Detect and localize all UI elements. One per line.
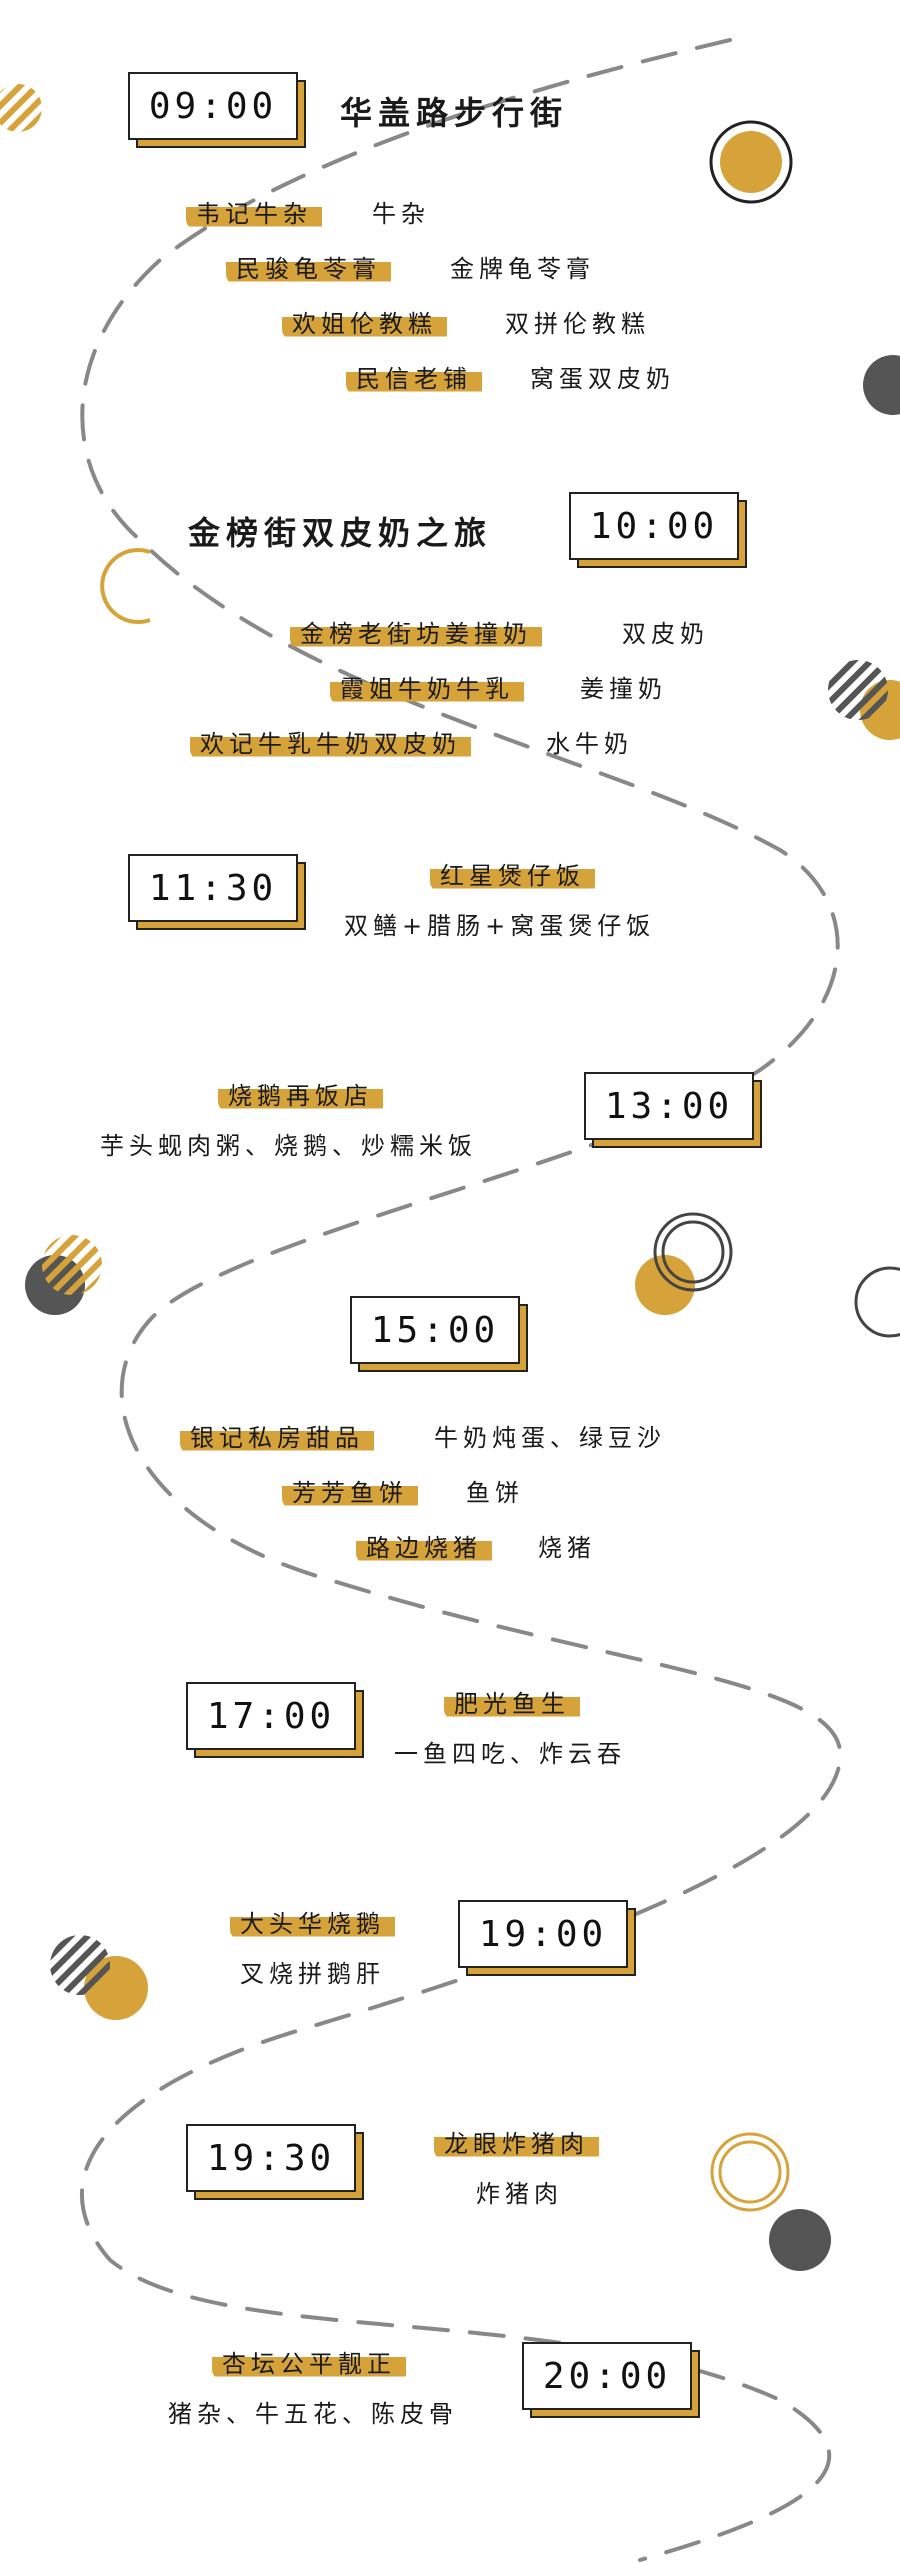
shop-name: 民信老铺	[346, 357, 482, 396]
dish-name: 一鱼四吃、炸云吞	[394, 1740, 626, 1768]
shop-name: 肥光鱼生	[444, 1682, 580, 1721]
time-box: 17:00	[186, 1682, 364, 1758]
shop-name: 红星煲仔饭	[430, 854, 595, 893]
shop-name: 银记私房甜品	[180, 1416, 374, 1455]
striped-circle-decoration	[828, 660, 888, 720]
time-label: 19:30	[186, 2124, 356, 2192]
dish-name: 叉烧拼鹅肝	[240, 1960, 385, 1988]
time-box: 19:30	[186, 2124, 364, 2200]
striped-circle-decoration	[0, 84, 42, 132]
time-label: 17:00	[186, 1682, 356, 1750]
time-box: 10:00	[569, 492, 747, 568]
dish-name: 金牌龟苓膏	[450, 255, 595, 283]
time-label: 13:00	[584, 1072, 754, 1140]
shop-name: 欢记牛乳牛奶双皮奶	[190, 722, 471, 761]
dish-name: 双鳝+腊肠+窝蛋煲仔饭	[344, 912, 656, 940]
dark-circle-decoration	[769, 2209, 831, 2271]
ring-decoration	[653, 1212, 733, 1292]
dish-name: 窝蛋双皮奶	[530, 365, 675, 393]
dish-name: 牛杂	[372, 200, 430, 228]
dish-name: 双皮奶	[622, 620, 709, 648]
dish-name: 水牛奶	[546, 730, 633, 758]
dish-name: 猪杂、牛五花、陈皮骨	[168, 2400, 458, 2428]
time-label: 19:00	[458, 1900, 628, 1968]
gold-circle-decoration	[720, 131, 782, 193]
gold-circle-decoration	[635, 1255, 695, 1315]
dish-name: 芋头蚬肉粥、烧鹅、炒糯米饭	[100, 1132, 477, 1160]
time-label: 20:00	[522, 2342, 692, 2410]
time-box: 13:00	[584, 1072, 762, 1148]
shop-name: 杏坛公平靓正	[212, 2342, 406, 2381]
time-box: 09:00	[128, 72, 306, 148]
ring-decoration	[710, 2132, 790, 2212]
dish-name: 炸猪肉	[476, 2180, 563, 2208]
section-title: 华盖路步行街	[340, 94, 569, 132]
shop-name: 大头华烧鹅	[230, 1902, 395, 1941]
dish-name: 鱼饼	[466, 1479, 524, 1507]
shop-name: 龙眼炸猪肉	[434, 2122, 599, 2161]
time-label: 09:00	[128, 72, 298, 140]
time-label: 15:00	[350, 1296, 520, 1364]
time-box: 15:00	[350, 1296, 528, 1372]
section-title: 金榜街双皮奶之旅	[188, 514, 493, 552]
striped-circle-decoration	[50, 1935, 110, 1995]
dish-name: 牛奶炖蛋、绿豆沙	[434, 1424, 666, 1452]
arc-decoration	[100, 548, 151, 624]
time-label: 10:00	[569, 492, 739, 560]
dish-name: 姜撞奶	[580, 675, 667, 703]
time-box: 20:00	[522, 2342, 700, 2418]
striped-circle-decoration	[42, 1235, 102, 1295]
shop-name: 芳芳鱼饼	[282, 1471, 418, 1510]
shop-name: 霞姐牛奶牛乳	[330, 667, 524, 706]
dark-circle-decoration	[863, 355, 900, 415]
shop-name: 欢姐伦教糕	[282, 302, 447, 341]
time-box: 19:00	[458, 1900, 636, 1976]
ring-decoration	[718, 2140, 782, 2204]
ring-decoration	[661, 1220, 725, 1284]
ring-decoration	[709, 120, 793, 204]
shop-name: 韦记牛杂	[186, 192, 322, 231]
shop-name: 路边烧猪	[356, 1526, 492, 1565]
shop-name: 烧鹅再饭店	[218, 1074, 383, 1113]
shop-name: 金榜老街坊姜撞奶	[290, 612, 542, 651]
dish-name: 双拼伦教糕	[505, 310, 650, 338]
time-label: 11:30	[128, 854, 298, 922]
time-box: 11:30	[128, 854, 306, 930]
dish-name: 烧猪	[538, 1534, 596, 1562]
shop-name: 民骏龟苓膏	[226, 247, 391, 286]
ring-decoration	[854, 1266, 900, 1338]
